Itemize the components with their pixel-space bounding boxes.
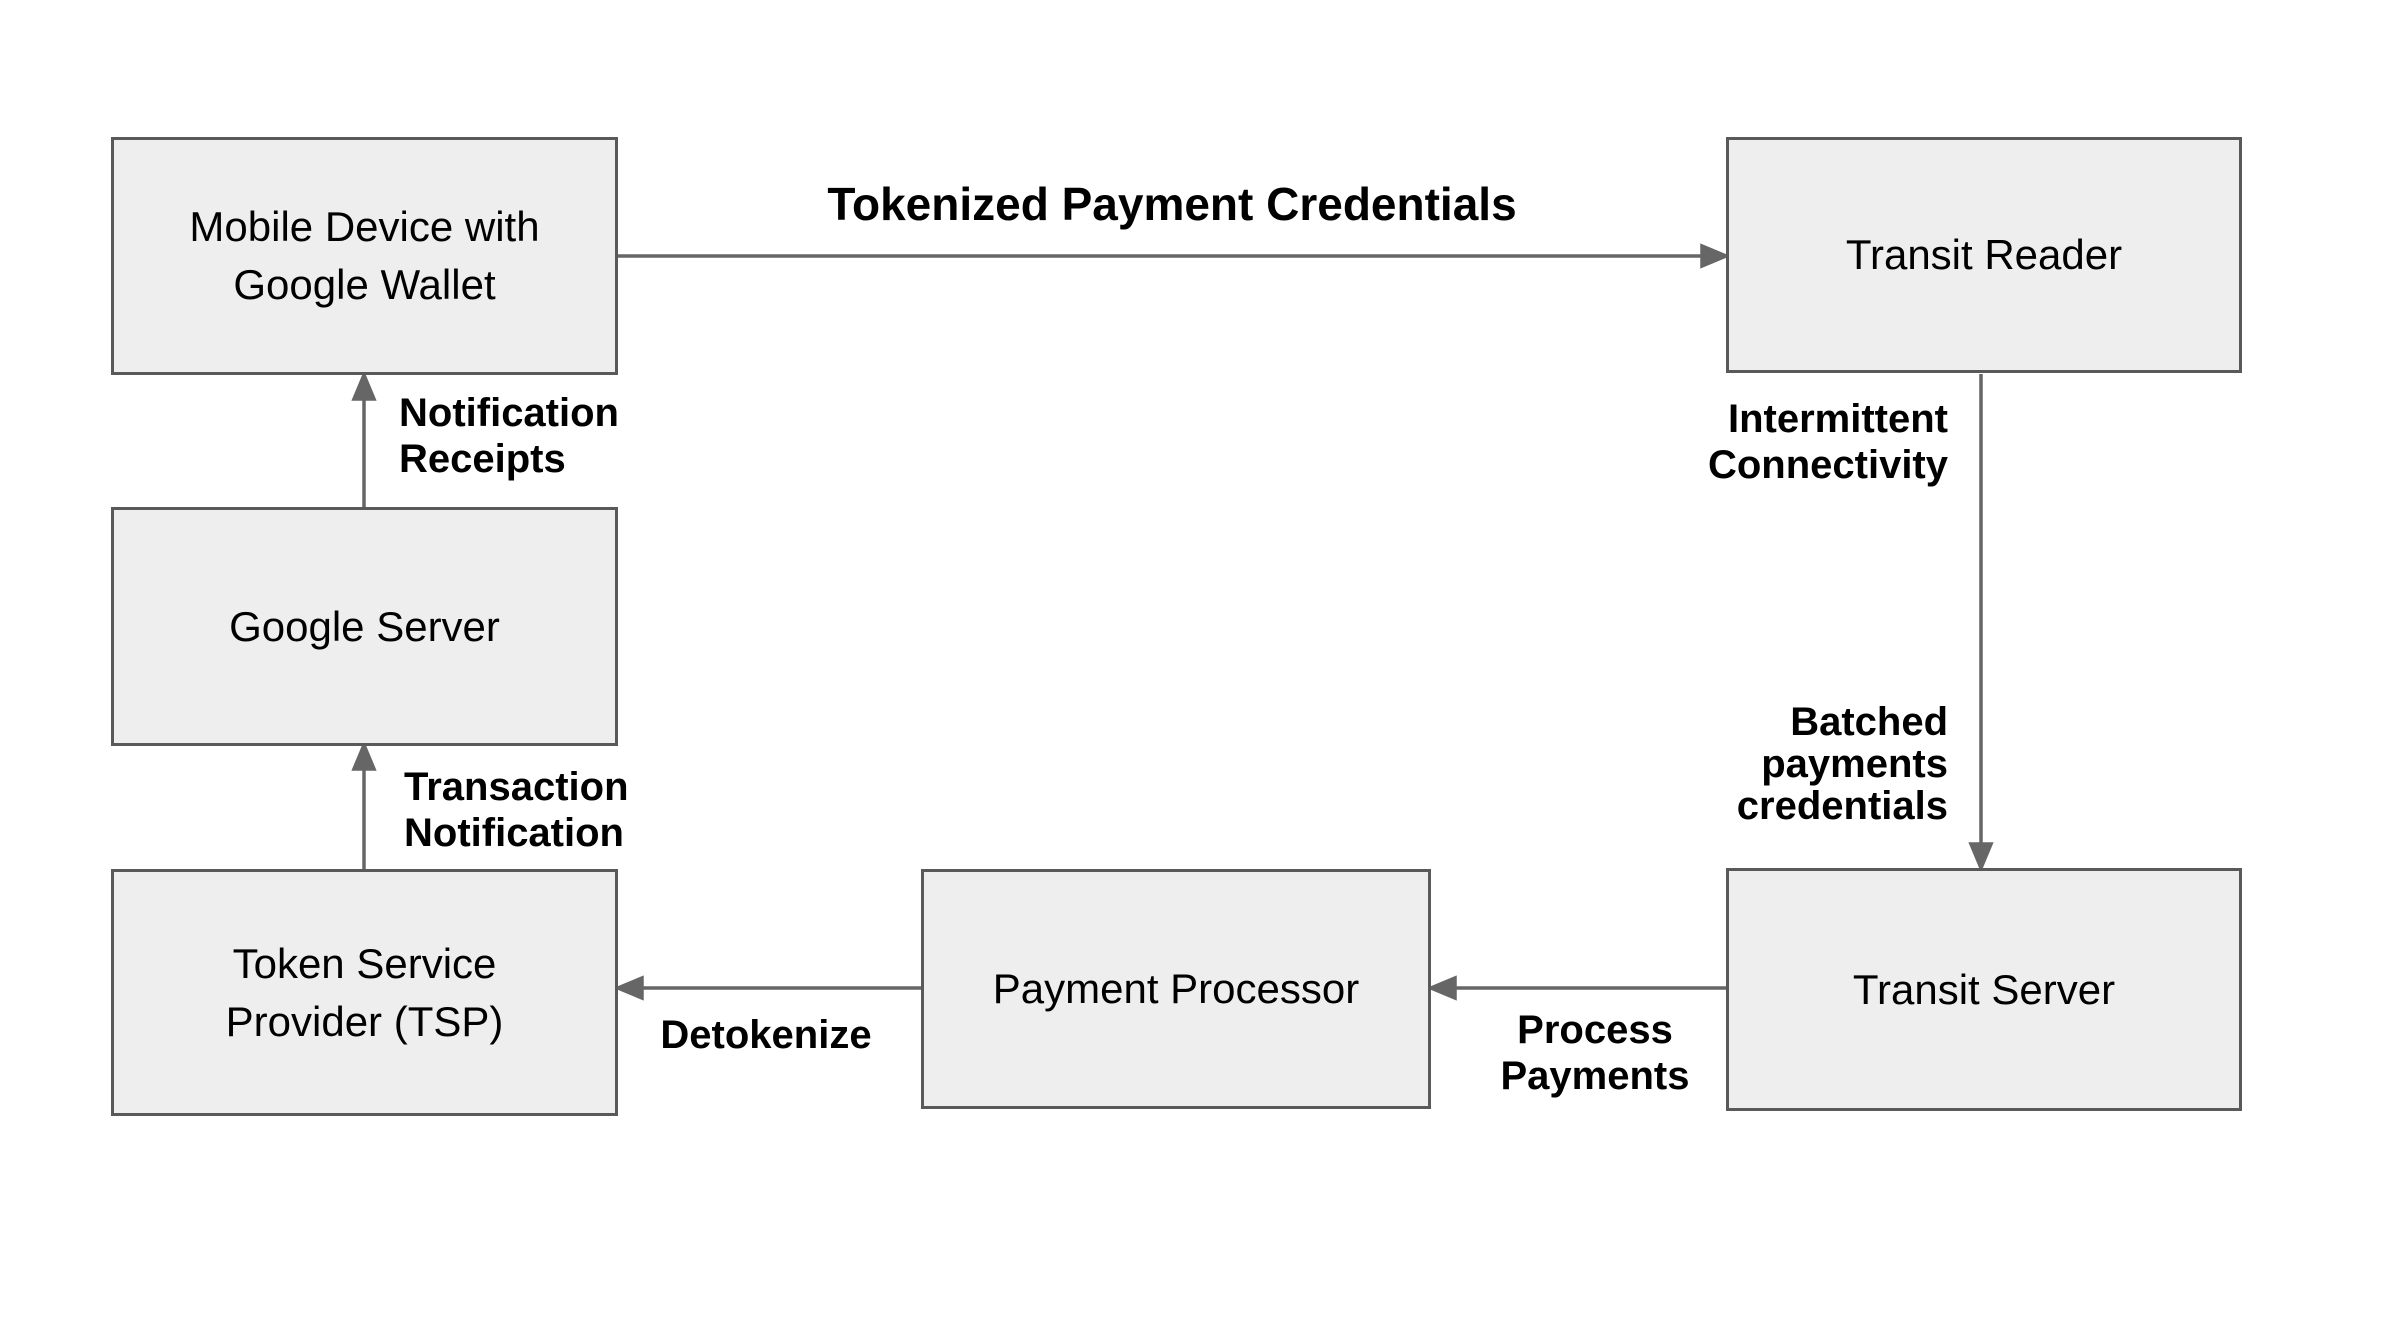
node-label-transit-reader: Transit Reader xyxy=(1846,226,2122,284)
arrowhead-detokenize xyxy=(613,975,644,1001)
node-label-line: Transit Reader xyxy=(1845,231,2123,278)
edge-label-batched-payments-credentials: Batched payments credentials xyxy=(1737,701,1948,827)
arrowhead-reader-to-transit-server xyxy=(1968,842,1994,873)
edge-label-transaction-notification: Transaction Notification xyxy=(404,764,629,856)
node-label-line: Google Wallet xyxy=(233,261,496,308)
edge-label-line: Payments xyxy=(1500,1054,1690,1098)
node-transit-server: Transit Server xyxy=(1726,868,2242,1111)
arrowhead-transaction-notification xyxy=(351,740,377,771)
edge-label-line: Notification xyxy=(404,811,624,855)
edge-label-detokenize: Detokenize xyxy=(616,1012,916,1058)
node-label-line: Provider (TSP) xyxy=(225,997,504,1045)
edge-label-line: Receipts xyxy=(399,437,566,481)
node-label-line: Transit Server xyxy=(1852,965,2116,1013)
node-transit-reader: Transit Reader xyxy=(1726,137,2242,373)
node-label-mobile-device-google-wallet: Mobile Device with Google Wallet xyxy=(189,198,539,314)
edge-label-line: Tokenized Payment Credentials xyxy=(827,178,1517,230)
edge-label-line: Connectivity xyxy=(1707,443,1948,487)
edge-label-line: Process xyxy=(1517,1008,1673,1052)
node-label-line: Google Server xyxy=(229,602,500,650)
edge-label-notification-receipts: Notification Receipts xyxy=(399,390,619,482)
edge-label-line: Detokenize xyxy=(660,1013,872,1057)
edge-label-intermittent-connectivity: Intermittent Connectivity xyxy=(1708,396,1948,488)
node-mobile-device-google-wallet: Mobile Device with Google Wallet xyxy=(111,137,618,375)
arrowhead-notification-receipts xyxy=(351,370,377,401)
edge-label-line: Batched xyxy=(1790,700,1948,744)
edge-label-process-payments: Process Payments xyxy=(1445,1007,1745,1099)
node-label-google-server: Google Server xyxy=(229,598,500,656)
node-label-payment-processor: Payment Processor xyxy=(993,960,1359,1018)
node-label-line: Payment Processor xyxy=(992,965,1360,1012)
node-google-server: Google Server xyxy=(111,507,618,746)
edge-label-line: Notification xyxy=(399,391,619,435)
node-label-line: Mobile Device with xyxy=(189,203,540,250)
arrowhead-tokenized-payment-credentials xyxy=(1700,243,1731,269)
arrowhead-process-payments xyxy=(1426,975,1457,1001)
node-payment-processor: Payment Processor xyxy=(921,869,1431,1109)
edge-label-line: Transaction xyxy=(404,765,629,809)
edge-label-tokenized-payment-credentials: Tokenized Payment Credentials xyxy=(618,181,1726,227)
node-token-service-provider: Token Service Provider (TSP) xyxy=(111,869,618,1116)
edge-label-line: payments xyxy=(1761,742,1948,786)
edge-label-line: credentials xyxy=(1736,784,1948,828)
node-label-token-service-provider: Token Service Provider (TSP) xyxy=(226,935,504,1051)
node-label-transit-server: Transit Server xyxy=(1853,961,2115,1019)
edge-label-line: Intermittent xyxy=(1728,397,1948,441)
node-label-line: Token Service xyxy=(232,939,497,987)
